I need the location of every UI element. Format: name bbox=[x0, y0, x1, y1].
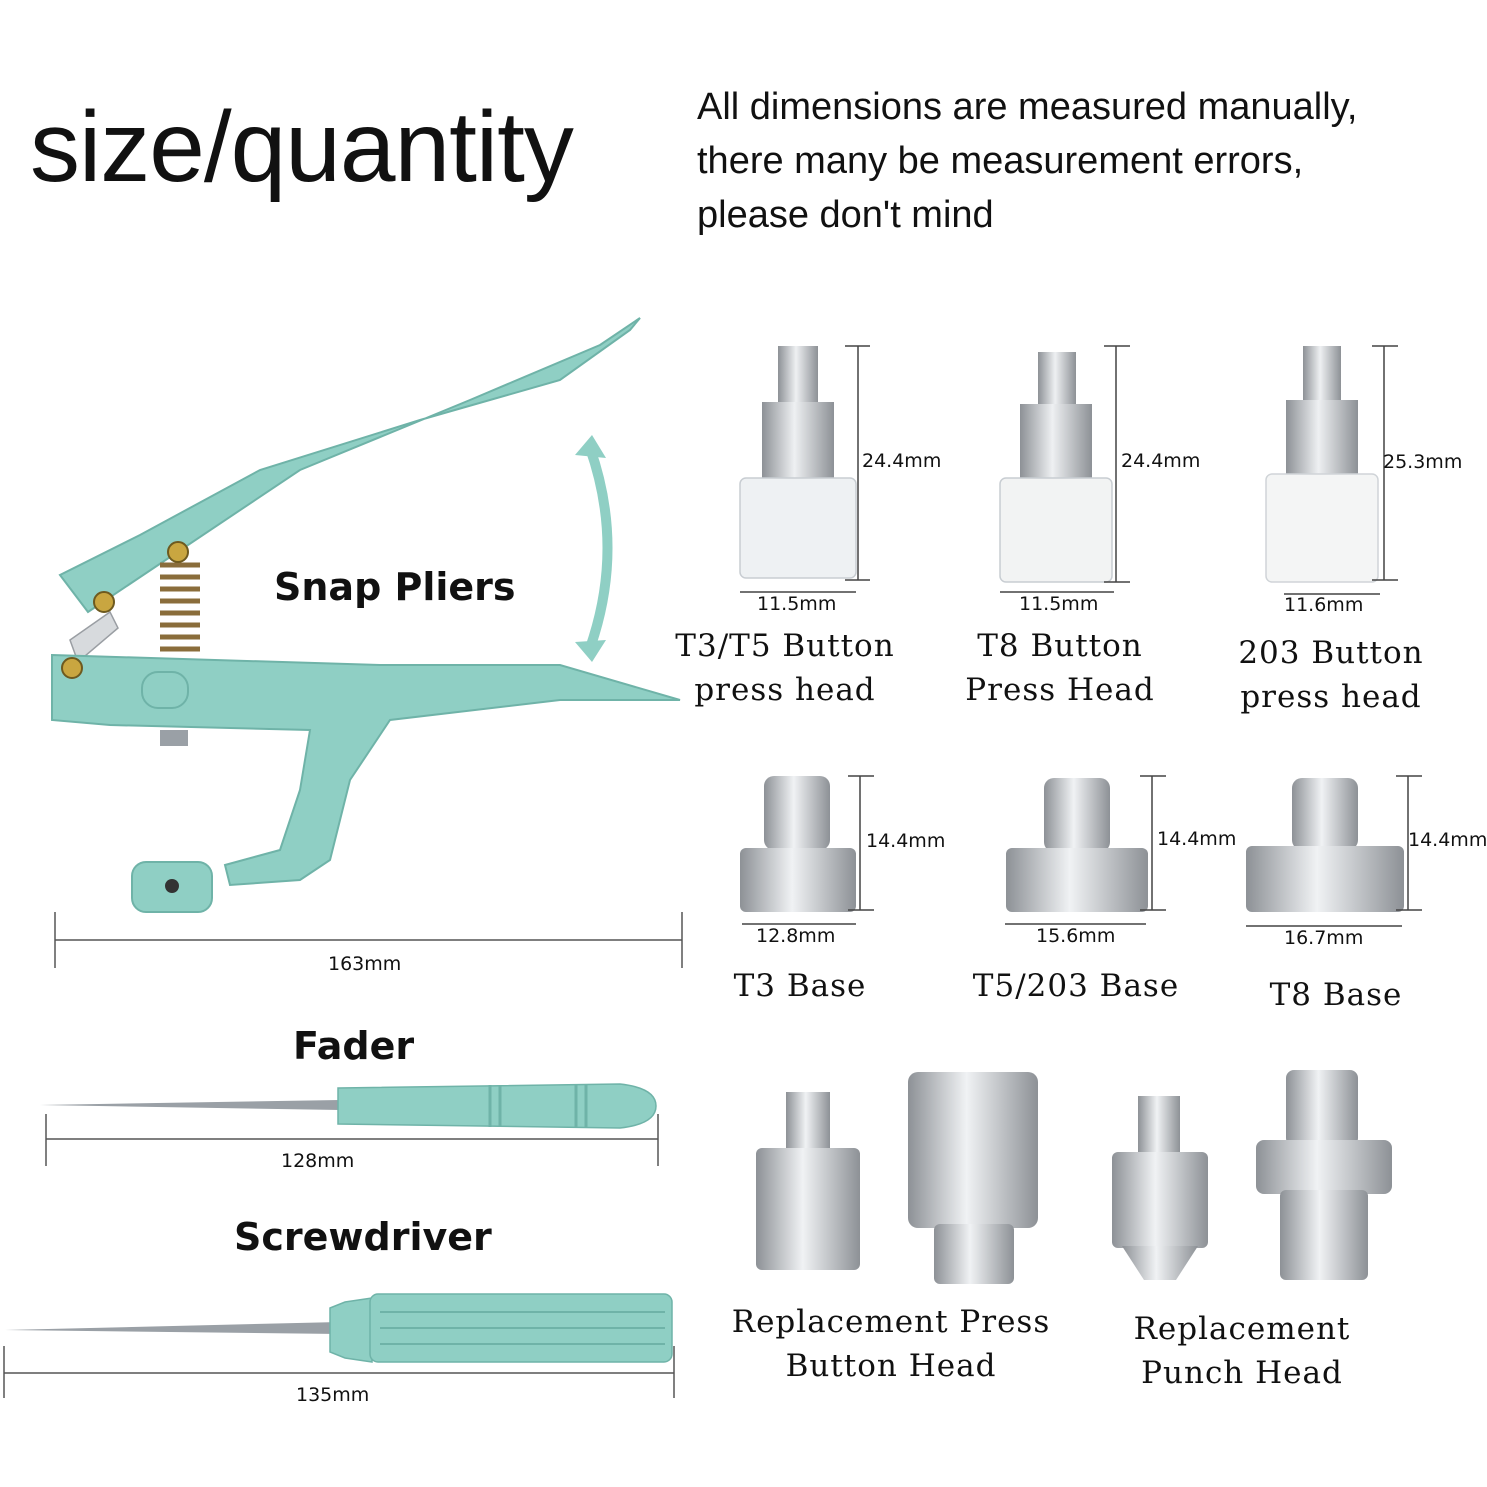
t8-press-head bbox=[999, 352, 1113, 583]
replacement-press-head-large bbox=[908, 1072, 1038, 1284]
snap-pliers-illustration bbox=[51, 317, 683, 968]
screwdriver-shaft bbox=[5, 1322, 340, 1334]
pliers-motion-arc bbox=[585, 446, 613, 650]
press-head-1-caption: T3/T5 Button press head bbox=[675, 628, 895, 708]
arrow-down-icon bbox=[575, 640, 606, 662]
disclaimer-line-3: please don't mind bbox=[697, 194, 994, 236]
screwdriver-illustration bbox=[3, 1293, 675, 1398]
pliers-foot-hole bbox=[165, 879, 179, 893]
pliers-length-label: 163mm bbox=[328, 953, 402, 975]
pliers-spring bbox=[160, 562, 200, 652]
pliers-pin bbox=[160, 730, 188, 746]
page-title: size/quantity bbox=[30, 91, 574, 203]
t3-base bbox=[740, 776, 856, 912]
press-head-1-height: 24.4mm bbox=[862, 450, 942, 472]
base-3-width: 16.7mm bbox=[1284, 927, 1364, 949]
t5-203-base bbox=[1006, 778, 1148, 912]
base-3-height: 14.4mm bbox=[1408, 829, 1487, 851]
replacement-press-head-small bbox=[756, 1092, 860, 1270]
press-head-3-width: 11.6mm bbox=[1284, 594, 1364, 616]
t3-t5-press-head bbox=[739, 346, 857, 579]
fader-illustration bbox=[40, 1083, 659, 1166]
base-2-caption: T5/203 Base bbox=[972, 968, 1180, 1004]
disclaimer-line-1: All dimensions are measured manually, bbox=[697, 86, 1358, 128]
replacement-punch-head-small bbox=[1112, 1096, 1208, 1280]
replacement-punch-head-large bbox=[1256, 1070, 1392, 1280]
base-1-height: 14.4mm bbox=[866, 830, 946, 852]
base-3-caption: T8 Base bbox=[1269, 977, 1403, 1013]
base-1-width: 12.8mm bbox=[756, 925, 836, 947]
screwdriver-label: Screwdriver bbox=[234, 1215, 492, 1259]
arrow-up-icon bbox=[575, 435, 606, 458]
replacement-heads-illustration bbox=[756, 1070, 1392, 1284]
fader-handle bbox=[337, 1083, 657, 1129]
press-head-2-caption: T8 Button Press Head bbox=[965, 628, 1155, 708]
fader-label: Fader bbox=[293, 1024, 415, 1068]
fader-length-label: 128mm bbox=[281, 1150, 355, 1172]
press-head-3-caption: 203 Button press head bbox=[1238, 635, 1424, 715]
pliers-oval-mark bbox=[141, 671, 189, 709]
press-head-3-height: 25.3mm bbox=[1383, 451, 1463, 473]
base-1-caption: T3 Base bbox=[733, 968, 867, 1004]
screwdriver-length-label: 135mm bbox=[296, 1384, 370, 1406]
pliers-screw-low bbox=[61, 657, 83, 679]
base-2-width: 15.6mm bbox=[1036, 925, 1116, 947]
screwdriver-collar bbox=[329, 1297, 373, 1363]
measurement-disclaimer: All dimensions are measured manually, th… bbox=[697, 80, 1357, 242]
press-head-1-width: 11.5mm bbox=[757, 593, 837, 615]
pliers-blade bbox=[69, 610, 119, 664]
press-heads-illustration bbox=[739, 345, 1398, 595]
fader-needle bbox=[40, 1100, 340, 1110]
disclaimer-line-2: there many be measurement errors, bbox=[697, 140, 1304, 182]
203-press-head bbox=[1265, 346, 1379, 583]
press-head-2-height: 24.4mm bbox=[1121, 450, 1201, 472]
pliers-screw-top bbox=[167, 541, 189, 563]
base-2-height: 14.4mm bbox=[1157, 828, 1237, 850]
bases-illustration bbox=[740, 775, 1422, 927]
snap-pliers-label: Snap Pliers bbox=[274, 565, 516, 609]
t8-base bbox=[1246, 778, 1404, 912]
pliers-top-handle bbox=[58, 317, 641, 614]
pliers-body bbox=[51, 653, 681, 887]
press-head-2-width: 11.5mm bbox=[1019, 593, 1099, 615]
replacement-punch-caption: Replacement Punch Head bbox=[1133, 1311, 1351, 1391]
replacement-press-caption: Replacement Press Button Head bbox=[731, 1304, 1051, 1384]
pliers-screw-mid bbox=[93, 591, 115, 613]
